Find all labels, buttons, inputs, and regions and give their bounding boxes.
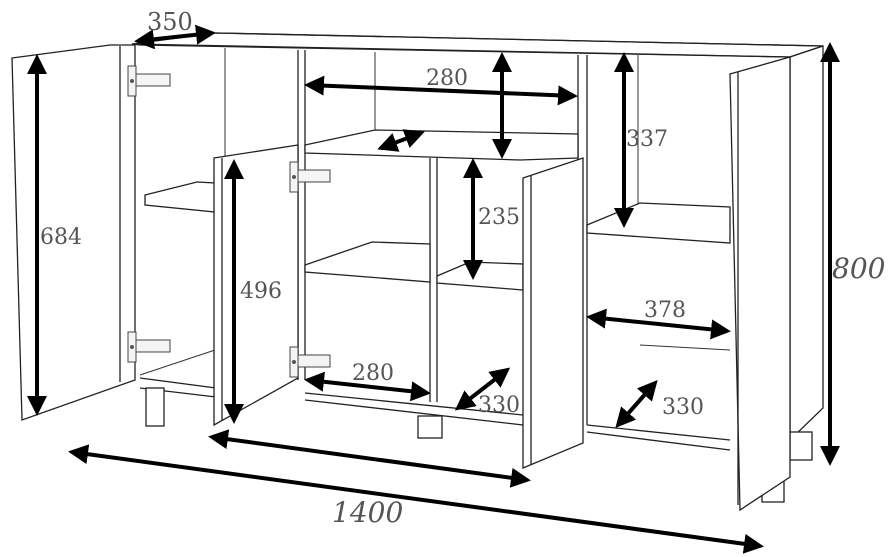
arrow-bottom-center-depth	[454, 367, 511, 411]
top-panel	[131, 32, 824, 58]
arrow-total-width	[68, 444, 764, 554]
arrow-top-niche-depth	[377, 129, 425, 152]
center-left-shelf	[304, 241, 431, 283]
center-top-shelf	[304, 129, 579, 161]
label-bottom-right-depth: 330	[662, 395, 704, 420]
label-center-door-height: 496	[240, 279, 282, 304]
label-total-height: 800	[832, 252, 885, 285]
right-center-door	[522, 157, 584, 469]
right-side-panel	[789, 45, 824, 442]
leg-front-center	[417, 415, 443, 439]
leg-back-right	[789, 431, 813, 461]
label-depth: 350	[147, 8, 193, 36]
label-middle-shelf-height: 235	[478, 205, 520, 230]
label-right-niche-width: 378	[644, 298, 686, 323]
left-shelf	[144, 181, 216, 213]
arrow-top-niche-width	[304, 75, 578, 106]
label-left-door-height: 684	[40, 225, 82, 250]
hinge-icon	[127, 331, 171, 363]
dimension-arrows	[27, 24, 840, 554]
hinge-icon	[289, 346, 331, 378]
label-bottom-center-depth: 330	[478, 393, 520, 418]
arrow-center-width	[208, 429, 531, 488]
dimension-labels: 350 684 496 280 337 235 378 280 330 330 …	[40, 8, 885, 529]
label-bottom-left-width: 280	[352, 361, 394, 386]
hinge-icon	[289, 161, 331, 193]
label-top-niche-width: 280	[426, 66, 468, 91]
label-top-niche-height: 337	[626, 127, 668, 152]
leg-front-left	[145, 387, 165, 427]
arrow-depth	[134, 24, 216, 50]
hinges	[127, 65, 331, 378]
right-shelf	[586, 202, 731, 244]
arrow-bottom-left-width	[304, 371, 431, 402]
right-door	[729, 56, 791, 512]
center-right-shelf	[436, 261, 524, 291]
hinge-icon	[127, 65, 171, 97]
arrow-right-niche-width	[586, 308, 731, 340]
arrow-bottom-right-depth	[615, 379, 658, 429]
label-total-width: 1400	[332, 496, 403, 529]
